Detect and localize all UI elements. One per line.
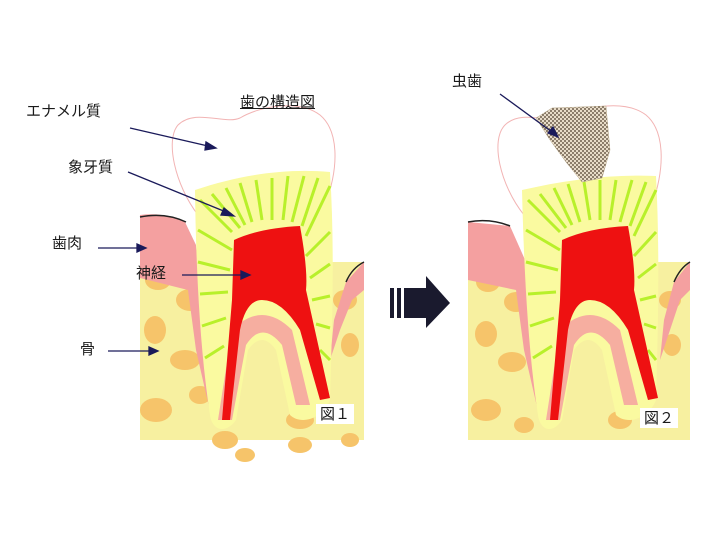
label-gum: 歯肉: [52, 234, 83, 252]
diagram-title: 歯の構造図: [240, 93, 316, 111]
tubules-1: [197, 175, 332, 362]
root-lining-2: [546, 315, 638, 420]
right-arrow-icon: [390, 276, 450, 328]
gum-left-1b: [140, 215, 212, 420]
tooth-figure-2: [467, 105, 691, 440]
label-bone: 骨: [80, 340, 96, 358]
tubules-2: [525, 179, 658, 361]
figure-1-caption: 図１: [316, 404, 355, 424]
gum-right-2: [660, 262, 690, 360]
pointer-arrows: [98, 93, 560, 357]
gum-right-1: [330, 262, 364, 360]
label-dentin: 象牙質: [68, 158, 114, 176]
label-enamel: エナメル質: [26, 102, 102, 120]
label-caries: 虫歯: [452, 72, 483, 90]
root-lining-1: [218, 315, 310, 420]
tooth-figure-1: [139, 105, 365, 462]
figure-2-caption: 図２: [640, 408, 679, 428]
label-nerve: 神経: [136, 264, 167, 282]
caries-lesion: [535, 105, 611, 183]
gum-left-2: [468, 222, 540, 420]
pulp-2: [550, 226, 658, 420]
